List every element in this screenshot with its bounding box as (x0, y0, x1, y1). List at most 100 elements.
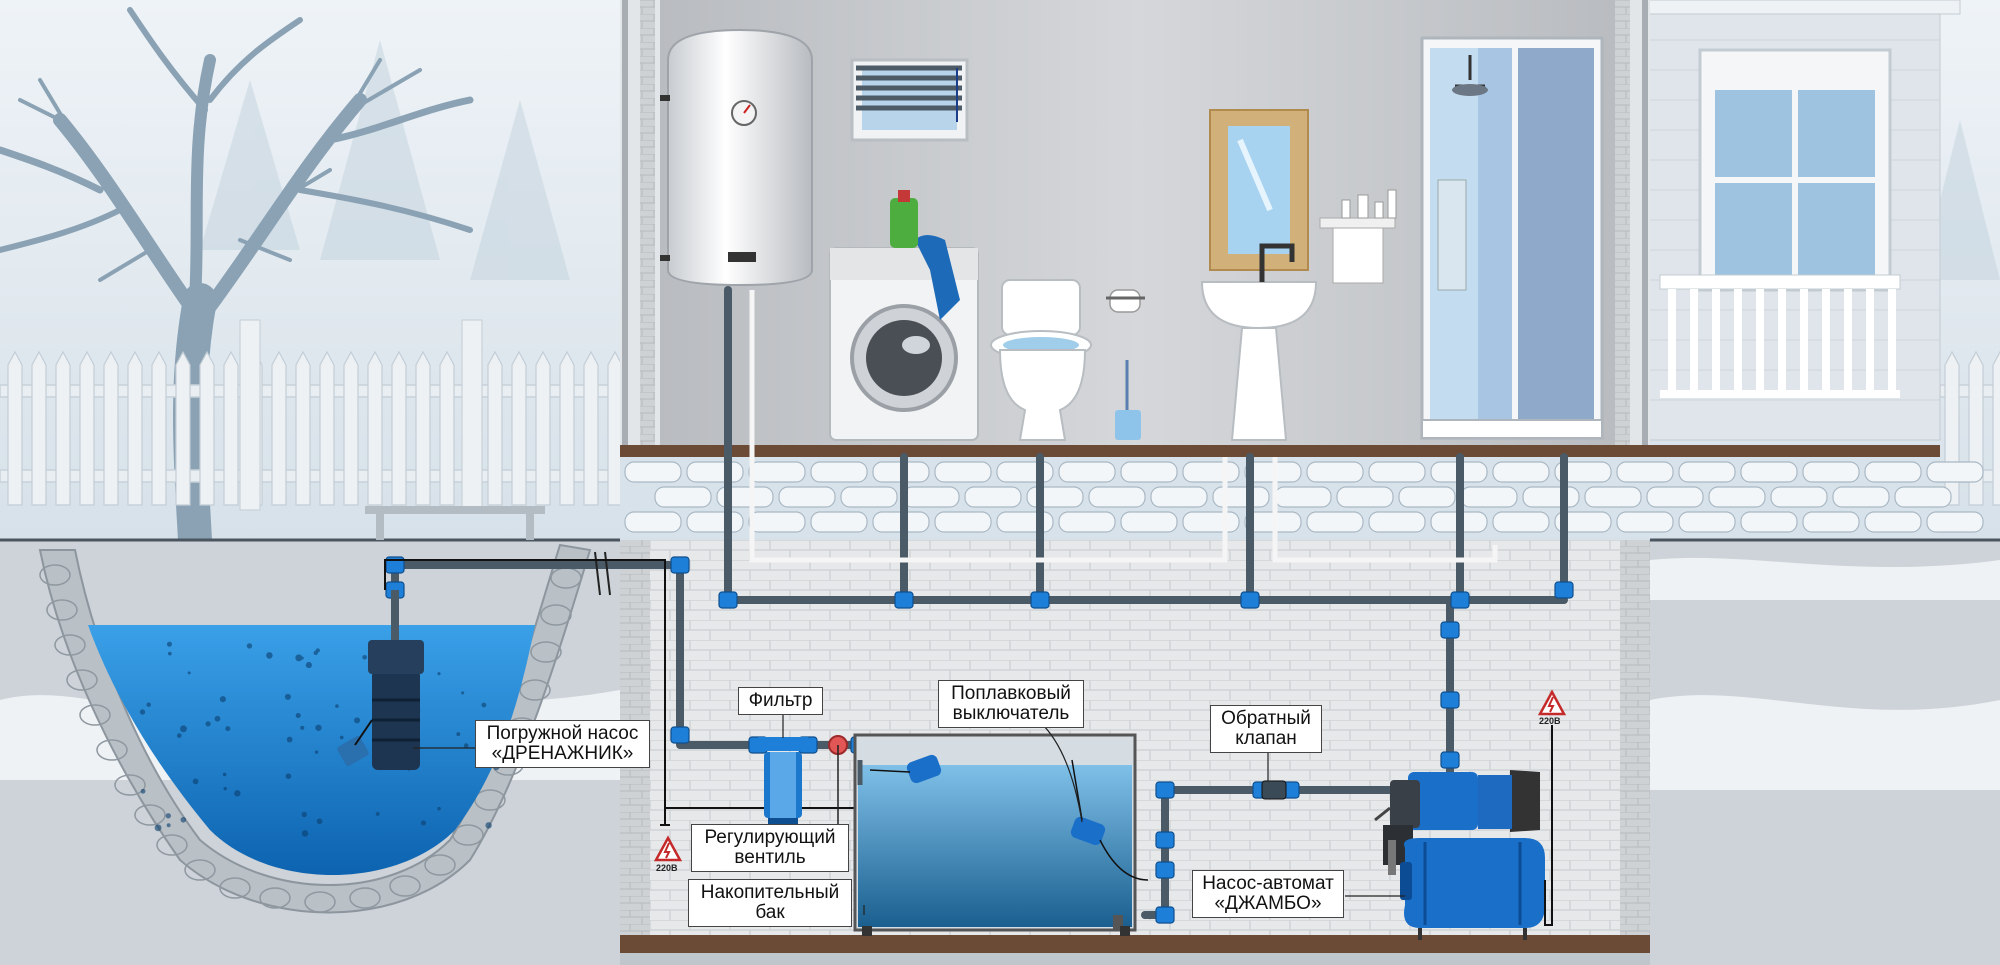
foundation-stone (964, 486, 1022, 508)
sediment-dot (295, 712, 301, 719)
label-pump-station-line1: Насос-автомат (1202, 873, 1334, 894)
fence-picket (127, 350, 143, 506)
submersible-pump (337, 590, 424, 770)
pit-stone (39, 564, 71, 586)
pit-stone (219, 877, 251, 899)
sediment-dot (456, 732, 461, 737)
sediment-dot (301, 830, 309, 837)
floor-slab (620, 445, 1940, 457)
pit-stone (540, 604, 572, 626)
foundation-stone (1894, 486, 1952, 508)
foundation-stone (1306, 511, 1364, 533)
foundation-stone (624, 511, 682, 533)
fence-picket (7, 350, 23, 506)
sediment-dot (223, 786, 227, 791)
foundation-stone (1802, 511, 1860, 533)
foundation-stone (1770, 486, 1828, 508)
foundation-stone (1026, 486, 1084, 508)
voltage-label-right: 220В (1539, 716, 1561, 726)
fence-picket (175, 350, 191, 506)
washbasin (1200, 243, 1318, 441)
pit-stone (66, 669, 98, 691)
foundation-stone (902, 486, 960, 508)
fence-picket (343, 350, 359, 506)
sediment-dot (286, 736, 293, 743)
basement-floor (620, 935, 1650, 953)
voltage-label-left: 220В (656, 863, 678, 873)
foundation-stone (1554, 511, 1612, 533)
fence-picket (415, 350, 431, 506)
sediment-dot (225, 726, 231, 732)
shelf-with-bottles (1319, 189, 1397, 284)
sediment-dot (219, 696, 226, 703)
foundation-stone (1088, 486, 1146, 508)
toilet-brush (1115, 360, 1141, 440)
pit-stone (156, 834, 188, 856)
foundation-stone (1802, 461, 1860, 483)
label-storage-tank-line2: бак (755, 902, 785, 923)
label-regulating-valve-line2: вентиль (734, 847, 806, 868)
sediment-dot (180, 816, 187, 823)
foundation-stone (1864, 511, 1922, 533)
shower-cabin (1420, 36, 1604, 440)
sediment-dot (362, 654, 367, 660)
well-pit-stones (38, 543, 592, 914)
fence-picket (583, 350, 599, 506)
sediment-dot (437, 806, 441, 811)
foundation-stone (1182, 511, 1240, 533)
foundation-stone (1182, 461, 1240, 483)
pipe-fitting (1155, 831, 1175, 849)
foundation-stone (1306, 461, 1364, 483)
label-submersible-pump: Погружной насос «ДРЕНАЖНИК» (475, 720, 650, 768)
fence-picket (319, 350, 335, 506)
pit-stone (54, 634, 86, 656)
sediment-dot (285, 773, 292, 779)
sediment-dot (305, 661, 312, 669)
foundation-stone (748, 511, 806, 533)
foundation-stone (1864, 461, 1922, 483)
sediment-dot (165, 813, 171, 819)
pipe-fitting (670, 726, 690, 744)
foundation-stone (624, 461, 682, 483)
snow-right-2 (1650, 557, 2000, 600)
foundation-stone (1058, 461, 1116, 483)
pipe-fitting (1155, 861, 1175, 879)
foundation-stone (686, 511, 744, 533)
foundation-stone (996, 461, 1054, 483)
foundation-stone (1926, 461, 1984, 483)
foundation-stone (686, 461, 744, 483)
label-check-valve-line1: Обратный (1221, 708, 1311, 729)
sediment-dot (339, 735, 344, 740)
foundation-stone (1554, 461, 1612, 483)
sediment-dot (154, 824, 162, 832)
sediment-dot (180, 725, 187, 733)
fence-picket (367, 350, 383, 506)
sediment-dot (300, 725, 305, 730)
sediment-dot (246, 643, 253, 649)
sediment-dot (481, 702, 487, 708)
label-storage-tank-line1: Накопительный (700, 882, 840, 903)
foundation-stone (1150, 486, 1208, 508)
sediment-dot (146, 702, 151, 707)
pipe-fitting (1450, 591, 1470, 609)
foundation-stone (1926, 511, 1984, 533)
foundation-stone (1398, 486, 1456, 508)
toilet-paper-holder (1106, 289, 1145, 313)
pipe-fitting (1440, 691, 1460, 709)
foundation-stone (748, 461, 806, 483)
pump-cable (384, 559, 860, 809)
pipe-fitting (1240, 591, 1260, 609)
fence-picket (511, 350, 527, 506)
fence-picket (223, 350, 239, 506)
pit-stone (96, 739, 128, 761)
pipe-fitting (1440, 751, 1460, 769)
sediment-dot (461, 691, 465, 695)
float-switch-pump (1070, 759, 1149, 881)
float-switch-filling (869, 754, 942, 784)
sediment-dot (266, 652, 273, 659)
sediment-dot (437, 672, 441, 676)
foundation-stone (1336, 486, 1394, 508)
toilet (990, 279, 1092, 441)
foundation-stone (1832, 486, 1890, 508)
foundation-stone (810, 511, 868, 533)
